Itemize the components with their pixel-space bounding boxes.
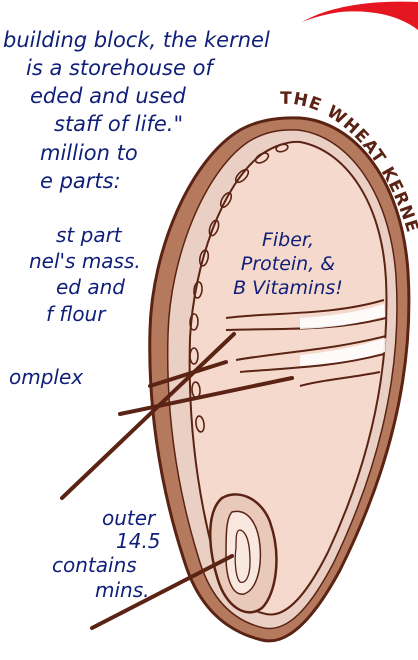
kernel-title-word-1: THE — [280, 89, 325, 116]
kernel-callout-line-1: Fiber, — [208, 228, 368, 252]
kernel-callout: Fiber, Protein, & B Vitamins! — [208, 228, 368, 300]
red-swoosh-icon — [302, 2, 418, 30]
kernel-callout-line-2: Protein, & — [208, 252, 368, 276]
kernel-callout-line-3: B Vitamins! — [208, 276, 368, 300]
